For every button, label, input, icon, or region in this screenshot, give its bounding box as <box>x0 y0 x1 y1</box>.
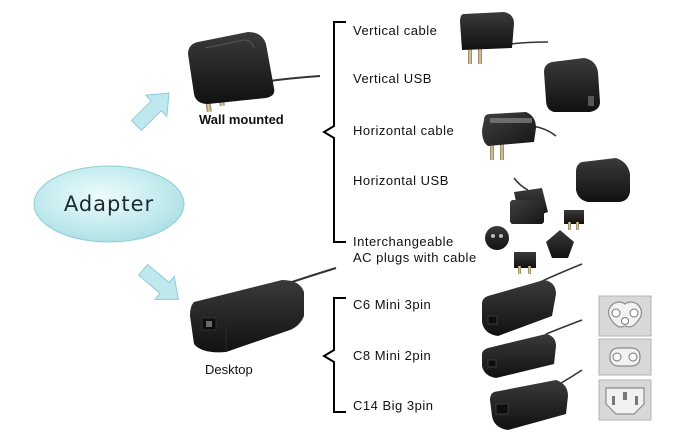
c8-socket-icon <box>598 338 652 376</box>
wall-item-interchangeable-line1: Interchangeable <box>353 234 454 249</box>
horizontal-cable-image <box>482 112 557 160</box>
wall-item-interchangeable-line2: AC plugs with cable <box>353 250 477 265</box>
c14-socket-icon <box>598 379 652 421</box>
root-node <box>33 165 185 243</box>
c14-adapter-image <box>490 369 583 430</box>
desktop-item-c6: C6 Mini 3pin <box>353 297 432 312</box>
wall-item-vertical-usb: Vertical USB <box>353 71 432 86</box>
desktop-bracket <box>322 297 346 413</box>
vertical-usb-image <box>544 58 600 112</box>
wall-bracket <box>322 21 346 243</box>
c6-adapter-image <box>482 263 583 336</box>
c8-adapter-image <box>482 319 583 378</box>
desktop-item-c8: C8 Mini 2pin <box>353 348 432 363</box>
arrow-to-desktop <box>137 263 179 300</box>
arrow-to-wall-mounted <box>130 92 170 132</box>
desktop-item-c14: C14 Big 3pin <box>353 398 434 413</box>
wall-item-vertical-cable: Vertical cable <box>353 23 438 38</box>
vertical-cable-image <box>460 12 549 64</box>
c6-socket-icon <box>598 295 652 337</box>
interchangeable-plugs-image <box>485 177 584 274</box>
wall-item-horizontal-cable: Horizontal cable <box>353 123 455 138</box>
desktop-adapter-image <box>190 267 337 353</box>
wall-mounted-label: Wall mounted <box>199 112 284 127</box>
wall-item-horizontal-usb: Horizontal USB <box>353 173 449 188</box>
desktop-label: Desktop <box>205 362 253 377</box>
horizontal-usb-image <box>576 158 630 202</box>
wall-mounted-adapter-image <box>188 32 321 113</box>
